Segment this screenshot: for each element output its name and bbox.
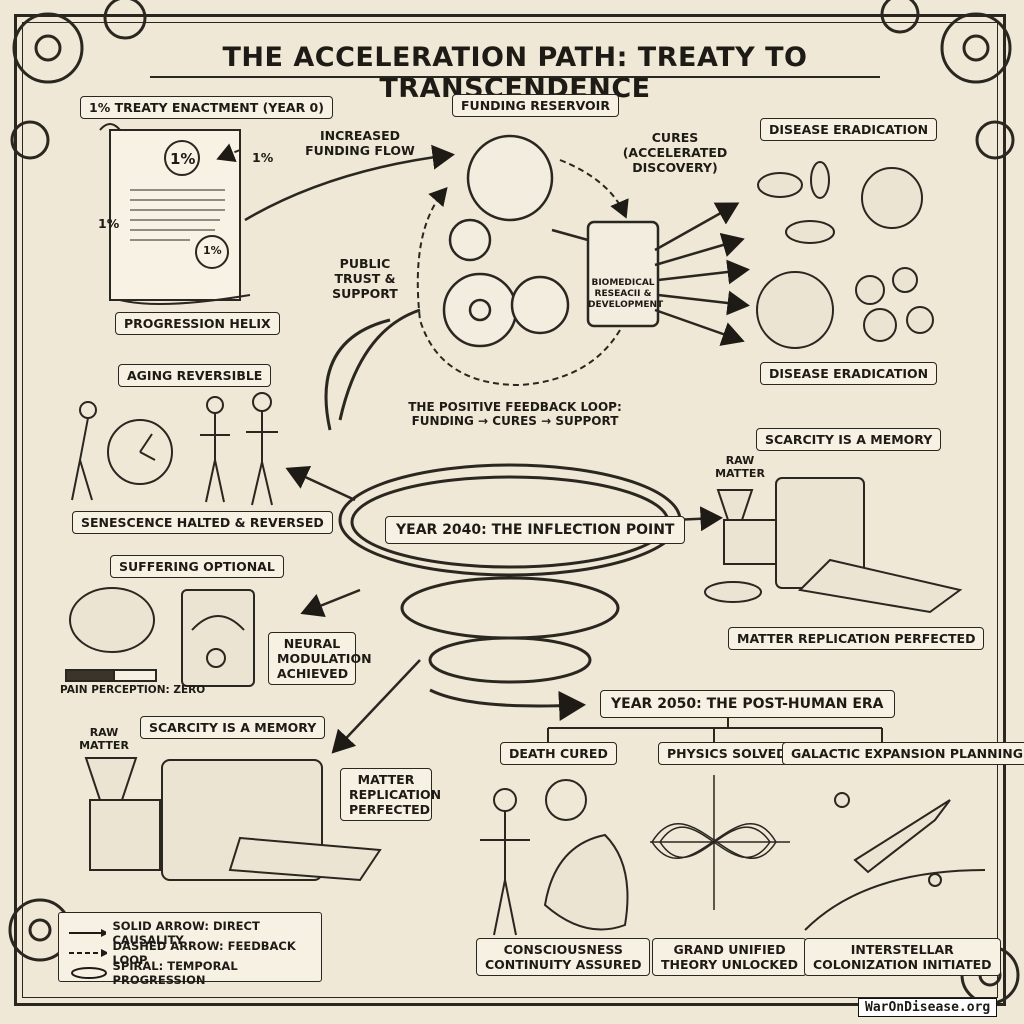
post-human-era-label: YEAR 2050: THE POST-HUMAN ERA xyxy=(600,690,895,718)
human-figure-icon xyxy=(480,779,629,936)
legend-dashed-text: DASHED ARROW: FEEDBACK LOOP xyxy=(112,939,296,967)
rocket-icon xyxy=(804,792,986,931)
legend-spiral-text: SPIRAL: TEMPORAL PROGRESSION xyxy=(112,959,238,987)
treaty-side-right: 1% xyxy=(252,150,274,165)
title-underline xyxy=(150,76,880,78)
public-trust-label: PUBLIC TRUST & SUPPORT xyxy=(332,256,398,301)
funding-reservoir-label: FUNDING RESERVOIR xyxy=(452,94,619,117)
legend-solid-text: SOLID ARROW: DIRECT CAUSALITY xyxy=(112,919,260,947)
gear-icon xyxy=(8,0,1020,1005)
temporal-spiral xyxy=(324,308,682,721)
scarcity-left-label: SCARCITY IS A MEMORY xyxy=(140,716,326,739)
disease-eradication-top-label: DISEASE ERADICATION xyxy=(760,118,938,141)
post-human-branches xyxy=(547,718,883,742)
treaty-seal: 1% xyxy=(203,244,222,257)
spiral-icon xyxy=(71,967,107,979)
legend-solid: SOLID ARROW: DIRECT CAUSALITY xyxy=(69,919,321,947)
increased-funding-label: INCREASED FUNDING FLOW xyxy=(305,128,415,158)
inner-frame xyxy=(22,22,998,998)
neural-modulation-label: NEURAL MODULATION ACHIEVED xyxy=(268,632,372,685)
treaty-enactment-label: 1% TREATY ENACTMENT (YEAR 0) xyxy=(80,96,333,119)
progression-helix-label: PROGRESSION HELIX xyxy=(115,312,280,335)
biomedical-label: BIOMEDICAL RESEACII & DEVELOPMENT xyxy=(588,278,664,310)
watermark: WarOnDisease.org xyxy=(858,998,998,1017)
matter-replication-right-label: MATTER REPLICATION PERFECTED xyxy=(728,627,985,650)
death-cured-label: DEATH CURED xyxy=(500,742,617,765)
inflection-point-label: YEAR 2040: THE INFLECTION POINT xyxy=(385,516,686,544)
senescence-label: SENESCENCE HALTED & REVERSED xyxy=(72,511,333,534)
replicator-left-icon xyxy=(84,757,382,882)
replicator-right-icon xyxy=(704,477,963,614)
treaty-badge: 1% xyxy=(170,150,196,168)
page-title: THE ACCELERATION PATH: TREATY TO TRANSCE… xyxy=(222,42,808,104)
causal-arrows xyxy=(244,144,750,754)
consciousness-label: CONSCIOUSNESS CONTINUITY ASSURED xyxy=(476,938,651,976)
disease-eradication-bottom-label: DISEASE ERADICATION xyxy=(760,362,938,385)
legend-dashed: DASHED ARROW: FEEDBACK LOOP xyxy=(69,939,321,967)
outer-frame xyxy=(14,14,1006,1006)
treaty-side-left: 1% xyxy=(98,216,120,231)
legend-spiral: SPIRAL: TEMPORAL PROGRESSION xyxy=(69,959,321,987)
suffering-optional-label: SUFFERING OPTIONAL xyxy=(110,555,284,578)
cures-label: CURES (ACCELERATED DISCOVERY) xyxy=(622,130,728,175)
physics-solved-label: PHYSICS SOLVED xyxy=(658,742,796,765)
raw-matter-left-label: RAW MATTER xyxy=(79,726,129,753)
pain-perception-label: PAIN PERCEPTION: ZERO xyxy=(60,684,206,696)
feedback-loop-label: THE POSITIVE FEEDBACK LOOP: FUNDING → CU… xyxy=(408,400,622,429)
dashed-arrow-icon xyxy=(69,949,107,957)
feedback-arrows xyxy=(216,143,629,387)
legend: SOLID ARROW: DIRECT CAUSALITY DASHED ARR… xyxy=(58,912,322,987)
aging-reversible-label: AGING REVERSIBLE xyxy=(118,364,272,387)
brain-meter-icon xyxy=(65,587,255,687)
galactic-expansion-label: GALACTIC EXPANSION PLANNING xyxy=(782,742,1024,765)
treaty-scroll-icon xyxy=(99,123,251,305)
aging-figures-icon xyxy=(71,392,278,506)
solid-arrow-icon xyxy=(69,929,107,937)
interstellar-label: INTERSTELLAR COLONIZATION INITIATED xyxy=(804,938,1001,976)
matter-replication-left-label: MATTER REPLICATION PERFECTED xyxy=(340,768,441,821)
funding-machine-icon xyxy=(442,134,660,348)
microbe-icon xyxy=(756,161,934,349)
physics-lemniscate-icon xyxy=(650,775,790,910)
scarcity-right-label: SCARCITY IS A MEMORY xyxy=(756,428,942,451)
raw-matter-right-label: RAW MATTER xyxy=(715,454,765,481)
grand-unified-label: GRAND UNIFIED THEORY UNLOCKED xyxy=(652,938,808,976)
